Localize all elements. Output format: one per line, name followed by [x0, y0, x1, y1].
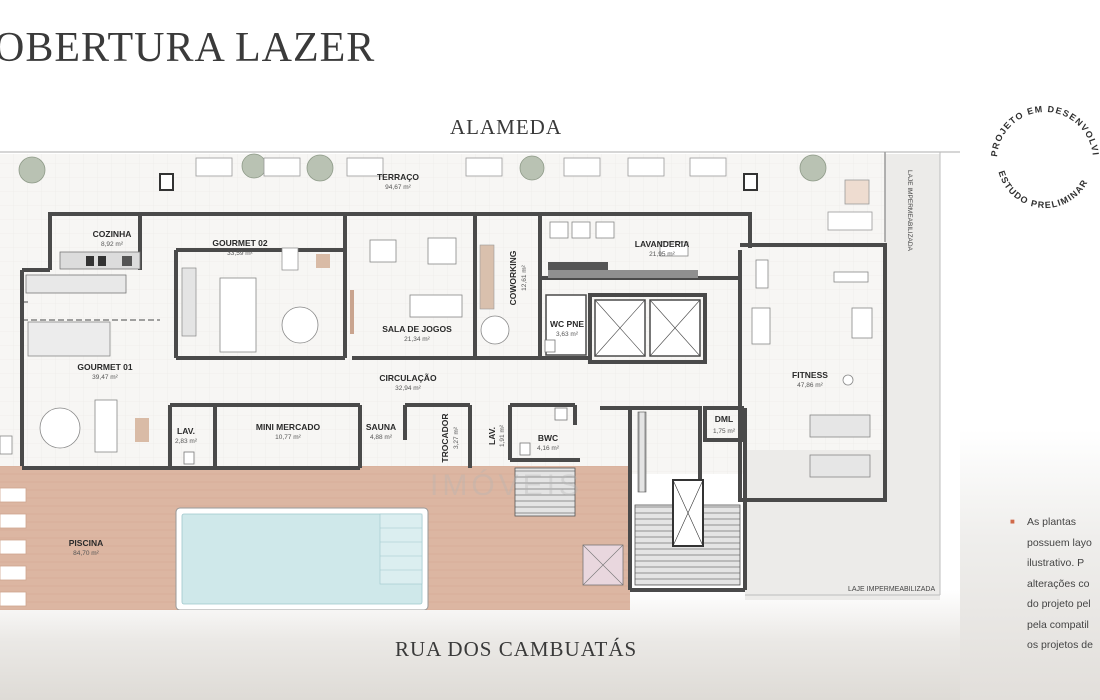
- room-sauna-area: 4,88 m²: [370, 434, 393, 441]
- room-coworking-area: 12,61 m²: [521, 264, 528, 290]
- room-dml-name: DML: [715, 414, 733, 424]
- room-lav1-area: 2,83 m²: [175, 438, 198, 445]
- room-salajogos-name: SALA DE JOGOS: [382, 324, 452, 334]
- room-trocador-area: 3,27 m²: [453, 426, 460, 449]
- note-line: alterações co: [1027, 577, 1090, 590]
- terrace-furniture: [195, 157, 873, 231]
- room-gourmet02-area: 33,59 m²: [227, 250, 253, 257]
- floor-plan: LAJE IMPERMEABILIZADA LAJE IMPERMEABILIZ…: [0, 151, 960, 610]
- room-circulacao-area: 32,94 m²: [395, 385, 421, 392]
- background-sand-right: [960, 430, 1100, 700]
- room-gourmet01-name: GOURMET 01: [77, 362, 133, 372]
- room-piscina-area: 84,70 m²: [73, 550, 99, 557]
- laje-bottom-label: LAJE IMPERMEABILIZADA: [848, 586, 935, 593]
- note-line: os projetos de: [1027, 639, 1093, 651]
- room-gourmet02-name: GOURMET 02: [212, 238, 268, 248]
- room-cozinha-area: 8,92 m²: [101, 241, 124, 248]
- note-line: As plantas: [1027, 516, 1077, 528]
- room-lavanderia-name: LAVANDERIA: [635, 239, 689, 249]
- room-trocador-name: TROCADOR: [440, 413, 450, 462]
- note-line: pela compatil: [1027, 618, 1089, 631]
- room-bwc-name: BWC: [538, 433, 558, 443]
- room-piscina-name: PISCINA: [69, 538, 103, 548]
- stamp-top-text: PROJETO EM DESENVOLVIMENTO: [975, 88, 1100, 157]
- svg-text:PROJETO EM DESENVOLVIMENTO: PROJETO EM DESENVOLVIMENTO: [975, 88, 1100, 157]
- tree-icons: [18, 153, 827, 184]
- note-bullet-icon: ■: [1010, 517, 1015, 526]
- room-lav1-name: LAV.: [177, 426, 195, 436]
- room-wcpne-area: 3,63 m²: [556, 331, 579, 338]
- watermark-text: IMÓVEIS: [430, 469, 583, 502]
- street-label-bottom: RUA DOS CAMBUATÁS: [395, 637, 638, 661]
- room-circulacao-name: CIRCULAÇÃO: [379, 373, 437, 383]
- walls: [20, 212, 887, 592]
- room-fitness-name: FITNESS: [792, 370, 828, 380]
- room-coworking-name: COWORKING: [508, 250, 518, 305]
- laje-right-label: LAJE IMPERMEABILIZADA: [906, 170, 913, 252]
- room-lav2-name: LAV.: [487, 427, 497, 445]
- room-sauna-name: SAUNA: [366, 422, 396, 432]
- room-salajogos-area: 21,34 m²: [404, 336, 430, 343]
- room-gourmet01-area: 39,47 m²: [92, 374, 118, 381]
- room-terraco-name: TERRAÇO: [377, 172, 419, 182]
- note-line: possuem layo: [1027, 536, 1092, 549]
- room-bwc-area: 4,16 m²: [537, 445, 560, 452]
- room-dml-area: 1,75 m²: [713, 428, 736, 435]
- street-label-top: ALAMEDA: [450, 115, 562, 139]
- room-cozinha-name: COZINHA: [93, 229, 132, 239]
- stamp-bottom-text: ESTUDO PRELIMINAR: [996, 169, 1088, 210]
- note-line: ilustrativo. P: [1027, 557, 1085, 569]
- room-lavanderia-area: 21,95 m²: [649, 251, 675, 258]
- room-fitness-area: 47,86 m²: [797, 382, 823, 389]
- room-minimercado-area: 10,77 m²: [275, 434, 301, 441]
- room-lav2-area: 1,91 m²: [499, 424, 506, 447]
- room-wcpne-name: WC PNE: [550, 319, 584, 329]
- preliminary-stamp: PROJETO EM DESENVOLVIMENTO ESTUDO PRELIM…: [975, 88, 1100, 210]
- room-minimercado-name: MINI MERCADO: [256, 422, 321, 432]
- note-line: do projeto pel: [1027, 598, 1091, 610]
- room-terraco-area: 94,67 m²: [385, 184, 411, 191]
- pool-loungers: [0, 487, 27, 607]
- svg-text:ESTUDO PRELIMINAR: ESTUDO PRELIMINAR: [996, 169, 1089, 210]
- page-title: OBERTURA LAZER: [0, 25, 376, 71]
